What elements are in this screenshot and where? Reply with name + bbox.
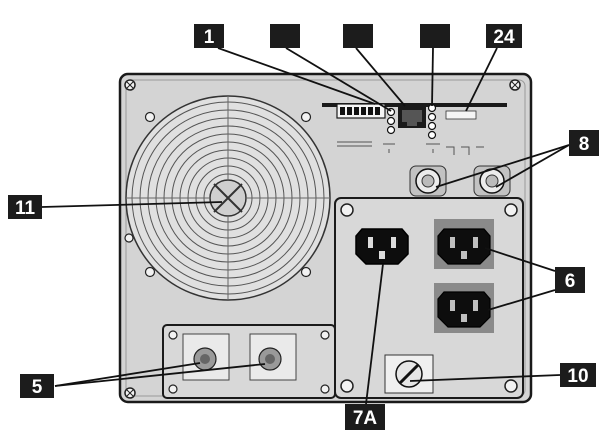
leader-line-5b bbox=[54, 363, 266, 387]
screw-icon bbox=[168, 384, 178, 394]
leader-line-1 bbox=[217, 47, 376, 105]
screw-icon bbox=[504, 203, 518, 217]
svg-text:10: 10 bbox=[567, 366, 588, 387]
callout-1: 1 bbox=[194, 24, 224, 48]
screw-icon bbox=[509, 79, 521, 91]
ac-inlet-icon bbox=[355, 228, 409, 265]
dip-switch-block bbox=[336, 103, 386, 119]
screw-icon bbox=[144, 266, 156, 278]
screw-icon bbox=[124, 79, 136, 91]
fan-grille-icon bbox=[125, 95, 331, 301]
leader-line-8a bbox=[435, 144, 570, 188]
callout-7a: 7A bbox=[345, 404, 385, 430]
ac-outlet-icon bbox=[434, 283, 494, 333]
svg-text:6: 6 bbox=[565, 271, 576, 292]
terminal-knob-icon bbox=[182, 333, 230, 381]
breaker-icon bbox=[384, 354, 434, 394]
svg-text:1: 1 bbox=[204, 27, 215, 48]
indicator-column-left bbox=[386, 107, 396, 135]
callout-10: 10 bbox=[560, 363, 596, 387]
label-plate bbox=[445, 110, 477, 120]
callout-11: 11 bbox=[8, 195, 42, 219]
screw-icon bbox=[124, 233, 134, 243]
leader-line-5a bbox=[54, 362, 201, 387]
screw-icon bbox=[168, 330, 178, 340]
leader-line-3 bbox=[355, 47, 406, 107]
leader-line-24 bbox=[465, 47, 498, 112]
ac-outlet-icon bbox=[434, 219, 494, 269]
svg-text:7A: 7A bbox=[353, 408, 378, 429]
rj45-port-icon bbox=[398, 106, 426, 128]
screw-icon bbox=[340, 379, 354, 393]
port-rail bbox=[322, 103, 507, 107]
svg-text:8: 8 bbox=[579, 134, 590, 155]
callout-8: 8 bbox=[569, 130, 599, 156]
screw-icon bbox=[144, 111, 156, 123]
leader-line-6a bbox=[484, 247, 556, 272]
callout-24: 24 bbox=[486, 24, 522, 48]
callout-4 bbox=[420, 24, 450, 48]
leader-line-8b bbox=[495, 144, 570, 188]
screw-icon bbox=[320, 384, 330, 394]
screw-icon bbox=[300, 111, 312, 123]
screw-icon bbox=[124, 387, 136, 399]
terminal-knob-icon bbox=[473, 165, 511, 197]
terminal-knob-icon bbox=[249, 333, 297, 381]
screw-icon bbox=[340, 203, 354, 217]
indicator-column-right bbox=[427, 103, 437, 140]
callout-6: 6 bbox=[555, 267, 585, 293]
leader-line-7a bbox=[365, 263, 384, 405]
callout-2 bbox=[270, 24, 300, 48]
leader-line-6b bbox=[487, 289, 556, 311]
leader-line-2 bbox=[285, 47, 392, 112]
svg-text:5: 5 bbox=[32, 377, 43, 398]
leader-lines bbox=[41, 47, 570, 405]
terminal-knob-icon bbox=[409, 165, 447, 197]
screw-icon bbox=[504, 379, 518, 393]
callout-5: 5 bbox=[20, 374, 54, 398]
callout-3 bbox=[343, 24, 373, 48]
svg-text:24: 24 bbox=[493, 27, 515, 48]
leader-line-4 bbox=[431, 47, 434, 107]
leader-line-11 bbox=[41, 201, 223, 208]
screw-icon bbox=[320, 330, 330, 340]
screw-icon bbox=[300, 266, 312, 278]
svg-text:11: 11 bbox=[15, 198, 36, 219]
small-printed-markings bbox=[337, 141, 484, 155]
leader-line-10 bbox=[409, 374, 561, 382]
